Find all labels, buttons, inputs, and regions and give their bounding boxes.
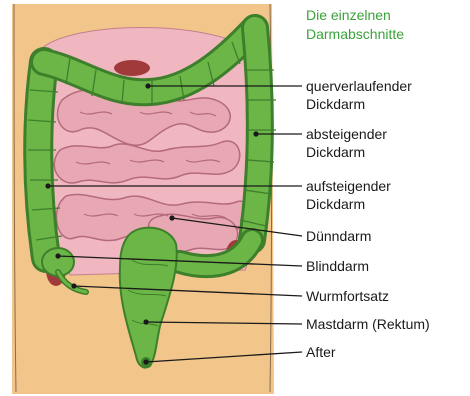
label-line-1: aufsteigender [306,177,391,195]
label-querverlaufender-dickdarm: querverlaufender Dickdarm [306,77,412,113]
label-mastdarm: Mastdarm (Rektum) [306,315,430,333]
label-wurmfortsatz: Wurmfortsatz [306,287,389,305]
label-line-1: querverlaufender [306,77,412,95]
label-line-2: Dickdarm [306,95,412,113]
label-blinddarm: Blinddarm [306,257,369,275]
label-absteigender-dickdarm: absteigender Dickdarm [306,125,387,161]
label-line-1: absteigender [306,125,387,143]
label-aufsteigender-dickdarm: aufsteigender Dickdarm [306,177,391,213]
label-line-2: Dickdarm [306,195,391,213]
title-line-1: Die einzelnen [306,6,466,25]
label-duenndarm: Dünndarm [306,227,371,245]
title-line-2: Darmabschnitte [306,25,466,44]
label-line-2: Dickdarm [306,143,387,161]
diagram-title: Die einzelnen Darmabschnitte [306,6,466,44]
label-after: After [306,343,336,361]
